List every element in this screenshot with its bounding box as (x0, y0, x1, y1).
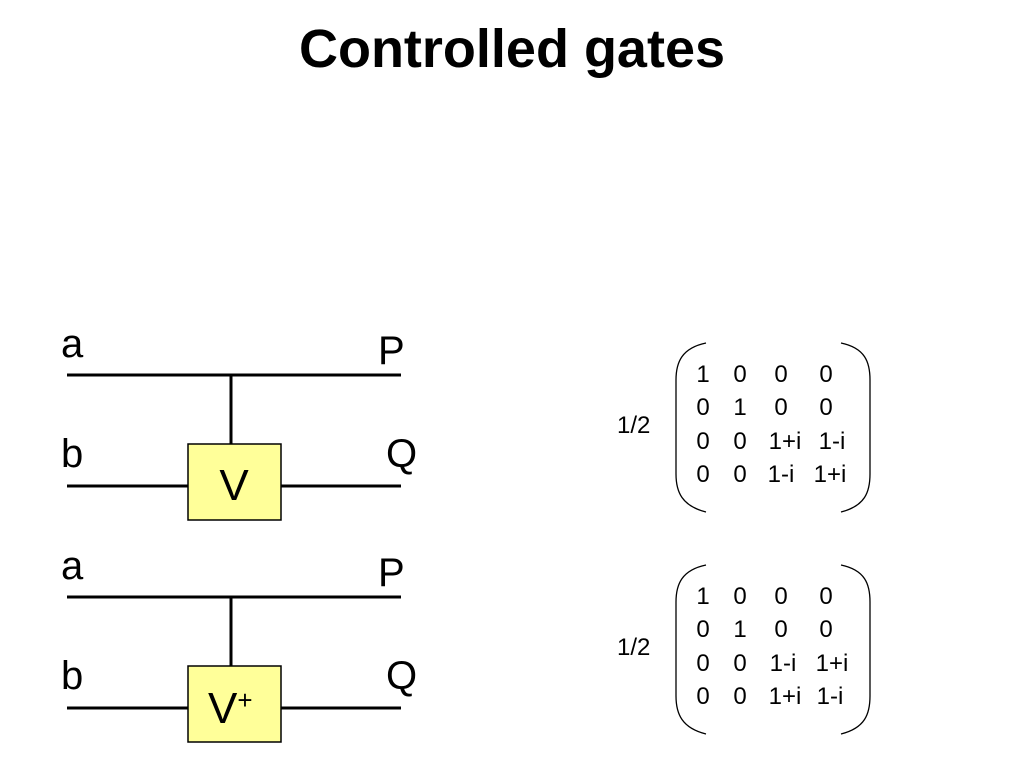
matrix-cell: 0 (774, 394, 787, 421)
matrix-cell: 0 (819, 616, 832, 643)
matrix-cell: 1+i (769, 683, 802, 710)
gate-v-label: V (219, 461, 249, 510)
matrix-cell: 0 (774, 583, 787, 610)
matrix-cell: 0 (733, 650, 746, 677)
gate-label: V (208, 684, 238, 733)
matrix-cell: 1-i (770, 650, 797, 677)
input-label-a: a (61, 322, 84, 366)
matrix-cell: 1 (696, 361, 709, 388)
gate-v-dagger-box (187, 665, 282, 743)
matrix-cell: 1-i (768, 461, 795, 488)
matrix-cell: 0 (774, 616, 787, 643)
output-label-p: P (378, 329, 405, 373)
matrix-cell: 1 (696, 583, 709, 610)
matrix-cells: 1 0 0 0 0 1 0 0 0 0 1-i 1+i 0 0 1+i 1-i (696, 583, 848, 710)
matrix-controlled-v: 1/2 1 0 0 0 0 1 0 0 0 0 1+i 1-i 0 0 1-i … (617, 342, 871, 513)
matrix-cell: 1-i (819, 428, 846, 455)
matrix-cell: 0 (819, 361, 832, 388)
matrix-cell: 1 (733, 616, 746, 643)
matrix-prefactor: 1/2 (617, 412, 650, 439)
matrix-cell: 0 (733, 428, 746, 455)
output-label-q: Q (386, 654, 417, 698)
matrix-cell: 0 (733, 583, 746, 610)
matrix-cell: 1+i (816, 650, 849, 677)
matrix-prefactor: 1/2 (617, 634, 650, 661)
matrix-cell: 0 (733, 361, 746, 388)
input-label-b: b (61, 432, 83, 476)
matrix-right-bracket (840, 342, 871, 513)
matrix-cell: 0 (733, 461, 746, 488)
matrix-right-bracket (840, 564, 871, 735)
matrix-cell: 0 (819, 394, 832, 421)
page-title: Controlled gates (298, 19, 726, 79)
gate-v-dagger-label: V+ (208, 684, 253, 733)
matrix-cell: 0 (696, 683, 709, 710)
matrix-cell: 0 (774, 361, 787, 388)
matrix-cell: 0 (819, 583, 832, 610)
gate-v-box (187, 443, 282, 521)
matrix-cell: 0 (696, 428, 709, 455)
circuit-controlled-v: a P b Q V (61, 322, 417, 521)
matrix-cell: 1+i (814, 461, 847, 488)
matrix-cell: 1+i (769, 428, 802, 455)
gate-superscript: + (237, 685, 252, 715)
matrix-cell: 1 (733, 394, 746, 421)
gate-label: V (219, 461, 249, 510)
input-label-b: b (61, 654, 83, 698)
input-label-a: a (61, 544, 84, 588)
matrix-left-bracket (675, 342, 707, 513)
matrix-cell: 1-i (817, 683, 844, 710)
matrix-cell: 0 (696, 461, 709, 488)
circuit-controlled-v-dagger: a P b Q V+ (61, 544, 417, 743)
matrix-cell: 0 (696, 650, 709, 677)
matrix-left-bracket (675, 564, 707, 735)
matrix-cell: 0 (733, 683, 746, 710)
matrix-cell: 0 (696, 616, 709, 643)
output-label-q: Q (386, 432, 417, 476)
output-label-p: P (378, 551, 405, 595)
matrix-cells: 1 0 0 0 0 1 0 0 0 0 1+i 1-i 0 0 1-i 1+i (696, 361, 846, 488)
matrix-controlled-v-dagger: 1/2 1 0 0 0 0 1 0 0 0 0 1-i 1+i 0 0 1+i … (617, 564, 871, 735)
matrix-cell: 0 (696, 394, 709, 421)
